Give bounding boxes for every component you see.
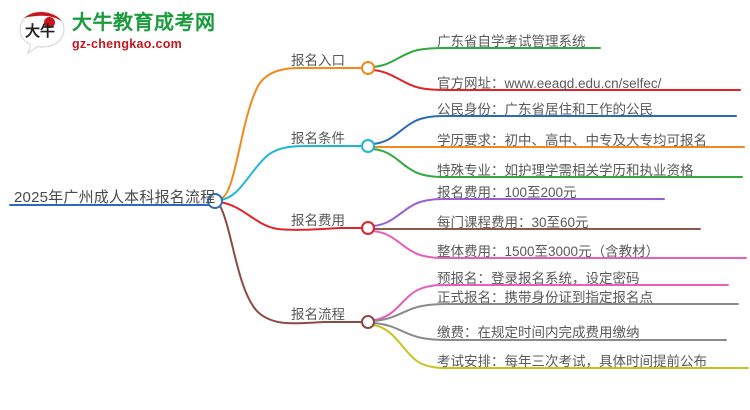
branch-label-2[interactable]: 报名条件 (291, 131, 345, 146)
logo-wordmark: 大牛教育成考网 gz-chengkao.com (72, 11, 216, 52)
leaf-label-4-2[interactable]: 正式报名：携带身份证到指定报名点 (437, 290, 653, 305)
branch-label-3[interactable]: 报名费用 (291, 213, 345, 228)
logo-badge-text: 大牛 (25, 22, 55, 40)
connector-b1-child-2 (371, 69, 741, 91)
connector-b4-child-1 (371, 284, 729, 321)
branch-node-2[interactable] (361, 139, 375, 153)
connector-b3-child-3 (371, 230, 747, 259)
branch-node-4[interactable] (361, 315, 375, 329)
branch-label-4[interactable]: 报名流程 (291, 307, 345, 322)
root-node[interactable] (207, 193, 223, 209)
logo-badge-icon: 大牛 (19, 11, 65, 55)
branch-node-1[interactable] (361, 61, 375, 75)
logo-brand-cn: 大牛教育成考网 (72, 12, 216, 34)
connector-b4-child-4 (371, 324, 749, 369)
connector-root-to-branch-3 (219, 201, 365, 231)
connector-b1-child-1 (371, 47, 601, 68)
site-logo[interactable]: 大牛 大牛教育成考网 gz-chengkao.com (18, 8, 238, 60)
leaf-label-4-3[interactable]: 缴费：在规定时间内完成费用缴纳 (437, 325, 640, 340)
root-label[interactable]: 2025年广州成人本科报名流程 (14, 189, 216, 206)
connector-b4-child-3 (371, 322, 727, 341)
leaf-label-4-1[interactable]: 预报名：登录报名系统，设定密码 (437, 271, 640, 286)
connector-b4-child-2 (371, 303, 739, 322)
branch-label-1[interactable]: 报名入口 (291, 53, 345, 68)
leaf-label-1-2[interactable]: 官方网址：www.eeagd.edu.cn/selfec/ (437, 76, 662, 91)
leaf-label-2-2[interactable]: 学历要求：初中、高中、中专及大专均可报名 (437, 133, 707, 148)
connector-b2-child-1 (371, 115, 737, 145)
leaf-label-2-3[interactable]: 特殊专业：如护理学需相关学历和执业资格 (437, 163, 694, 178)
leaf-label-1-1[interactable]: 广东省自学考试管理系统 (437, 34, 586, 49)
connector-root-to-branch-4 (218, 203, 365, 325)
leaf-label-4-4[interactable]: 考试安排：每年三次考试，具体时间提前公布 (437, 354, 707, 369)
leaf-label-3-2[interactable]: 每门课程费用：30至60元 (437, 215, 589, 230)
connector-b2-child-3 (371, 148, 743, 178)
leaf-label-2-1[interactable]: 公民身份：广东省居住和工作的公民 (437, 102, 653, 117)
connector-root-to-branch-2 (219, 145, 365, 201)
leaf-label-3-1[interactable]: 报名费用：100至200元 (437, 185, 577, 200)
logo-brand-url: gz-chengkao.com (72, 37, 183, 51)
connector-b3-child-1 (371, 198, 665, 227)
connector-root-to-branch-1 (219, 67, 365, 200)
branch-node-3[interactable] (361, 221, 375, 235)
leaf-label-3-3[interactable]: 整体费用：1500至3000元（含教材） (437, 244, 660, 259)
